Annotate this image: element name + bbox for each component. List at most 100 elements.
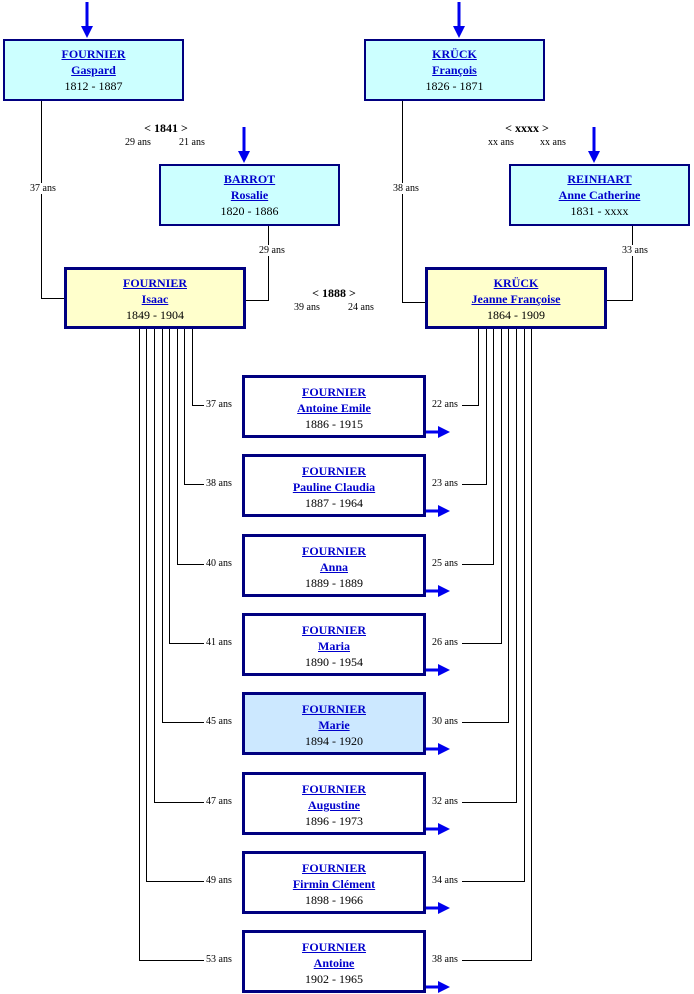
person-given-name[interactable]: Jeanne Françoise (471, 292, 561, 306)
person-given-name[interactable]: Maria (318, 639, 350, 653)
person-given-name[interactable]: Anne Catherine (558, 188, 641, 202)
arrow-up-rosalie[interactable] (238, 127, 250, 163)
child-box-anna[interactable]: FOURNIER Anna 1889 - 1889 (242, 534, 426, 597)
father-age-at-jeanne-birth: 38 ans (393, 183, 419, 194)
person-dates: 1886 - 1915 (305, 417, 363, 431)
arrow-up-gaspard[interactable] (81, 2, 93, 38)
person-surname[interactable]: FOURNIER (301, 385, 366, 399)
person-box-isaac-fournier[interactable]: FOURNIER Isaac 1849 - 1904 (64, 267, 246, 329)
wife-age-at-marriage: 21 ans (179, 137, 205, 148)
person-dates: 1902 - 1965 (305, 972, 363, 986)
marriage-date-1841: < 1841 > (144, 121, 188, 135)
person-surname[interactable]: FOURNIER (301, 940, 366, 954)
child-box-maria[interactable]: FOURNIER Maria 1890 - 1954 (242, 613, 426, 676)
person-box-jeanne-francoise-kruck[interactable]: KRÜCK Jeanne Françoise 1864 - 1909 (425, 267, 607, 329)
person-given-name[interactable]: Rosalie (230, 188, 269, 202)
father-child-connector (184, 329, 204, 485)
person-given-name[interactable]: Augustine (307, 798, 360, 812)
person-box-francois-kruck[interactable]: KRÜCK François 1826 - 1871 (364, 39, 545, 101)
wife-age-at-marriage: 24 ans (348, 302, 374, 313)
husband-age-at-marriage: 39 ans (294, 302, 320, 313)
person-surname[interactable]: FOURNIER (301, 782, 366, 796)
person-surname[interactable]: REINHART (567, 172, 632, 186)
child-connectors (139, 329, 532, 961)
arrow-descendants[interactable] (426, 743, 450, 755)
father-child-connector (154, 329, 204, 803)
mother-age-at-birth: 34 ans (432, 874, 458, 886)
person-given-name[interactable]: Pauline Claudia (292, 480, 376, 494)
child-box-antoine-emile[interactable]: FOURNIER Antoine Emile 1886 - 1915 (242, 375, 426, 438)
person-given-name[interactable]: Antoine Emile (297, 401, 371, 415)
person-given-name[interactable]: Anna (319, 560, 348, 574)
father-age-at-birth: 38 ans (206, 477, 232, 489)
person-given-name[interactable]: Firmin Clément (292, 877, 376, 891)
arrow-up-reinhart[interactable] (588, 127, 600, 163)
child-box-pauline-claudia[interactable]: FOURNIER Pauline Claudia 1887 - 1964 (242, 454, 426, 517)
person-surname[interactable]: FOURNIER (301, 544, 366, 558)
person-dates: 1889 - 1889 (305, 576, 363, 590)
person-box-anne-catherine-reinhart[interactable]: REINHART Anne Catherine 1831 - xxxx (509, 164, 690, 226)
marriage-date-xxxx: < xxxx > (505, 121, 549, 135)
father-child-connector (192, 329, 204, 406)
mother-age-at-birth: 38 ans (432, 953, 458, 965)
arrow-descendants[interactable] (426, 823, 450, 835)
child-box-firmin-cl-ment[interactable]: FOURNIER Firmin Clément 1898 - 1966 (242, 851, 426, 914)
person-surname[interactable]: KRÜCK (432, 47, 477, 61)
arrow-descendants[interactable] (426, 902, 450, 914)
father-child-connector (162, 329, 204, 723)
person-surname[interactable]: FOURNIER (301, 623, 366, 637)
connector-francois-jeanne (402, 101, 426, 303)
father-age-at-birth: 47 ans (206, 795, 232, 807)
person-box-gaspard-fournier[interactable]: FOURNIER Gaspard 1812 - 1887 (3, 39, 184, 101)
mother-age-at-birth: 30 ans (432, 715, 458, 727)
person-surname[interactable]: FOURNIER (301, 464, 366, 478)
person-given-name[interactable]: Gaspard (71, 63, 116, 77)
person-dates: 1864 - 1909 (487, 308, 545, 322)
person-dates: 1820 - 1886 (220, 204, 279, 218)
arrow-descendants[interactable] (426, 505, 450, 517)
person-surname[interactable]: KRÜCK (493, 276, 539, 290)
mother-child-connector (462, 329, 494, 565)
person-dates: 1898 - 1966 (305, 893, 363, 907)
connector-gaspard-isaac (41, 101, 65, 299)
father-age-at-isaac-birth: 37 ans (30, 183, 56, 194)
arrow-up-francois[interactable] (453, 2, 465, 38)
child-box-antoine[interactable]: FOURNIER Antoine 1902 - 1965 (242, 930, 426, 993)
person-box-rosalie-barrot[interactable]: BARROT Rosalie 1820 - 1886 (159, 164, 340, 226)
arrow-descendants[interactable] (426, 426, 450, 438)
arrow-descendants[interactable] (426, 981, 450, 993)
connector-reinhart-jeanne (606, 225, 633, 301)
arrow-descendants[interactable] (426, 585, 450, 597)
person-surname[interactable]: FOURNIER (301, 702, 366, 716)
person-given-name[interactable]: Antoine (313, 956, 355, 970)
person-dates: 1894 - 1920 (305, 734, 363, 748)
person-dates: 1812 - 1887 (64, 79, 123, 93)
mother-age-at-birth: 26 ans (432, 636, 458, 648)
mother-age-at-birth: 23 ans (432, 477, 458, 489)
mother-child-connector (462, 329, 525, 882)
person-surname[interactable]: FOURNIER (61, 47, 126, 61)
person-surname[interactable]: FOURNIER (122, 276, 187, 290)
father-child-connector (146, 329, 204, 882)
mother-child-connector (462, 329, 479, 406)
person-given-name[interactable]: Isaac (141, 292, 169, 306)
mother-child-connector (462, 329, 532, 961)
marriage-date-1888: < 1888 > (312, 286, 356, 300)
person-dates: 1831 - xxxx (570, 204, 629, 218)
person-dates: 1890 - 1954 (305, 655, 363, 669)
person-given-name[interactable]: Marie (318, 718, 350, 732)
child-box-marie[interactable]: FOURNIER Marie 1894 - 1920 (242, 692, 426, 755)
connector-rosalie-isaac (245, 225, 269, 301)
mother-child-connector (462, 329, 517, 803)
person-surname[interactable]: FOURNIER (301, 861, 366, 875)
child-box-augustine[interactable]: FOURNIER Augustine 1896 - 1973 (242, 772, 426, 835)
person-dates: 1887 - 1964 (305, 496, 363, 510)
person-dates: 1896 - 1973 (305, 814, 363, 828)
navigation-arrows (81, 2, 600, 993)
person-given-name[interactable]: François (432, 63, 477, 77)
mother-child-connector (462, 329, 502, 644)
arrow-descendants[interactable] (426, 664, 450, 676)
person-dates: 1826 - 1871 (425, 79, 484, 93)
person-surname[interactable]: BARROT (223, 172, 276, 186)
